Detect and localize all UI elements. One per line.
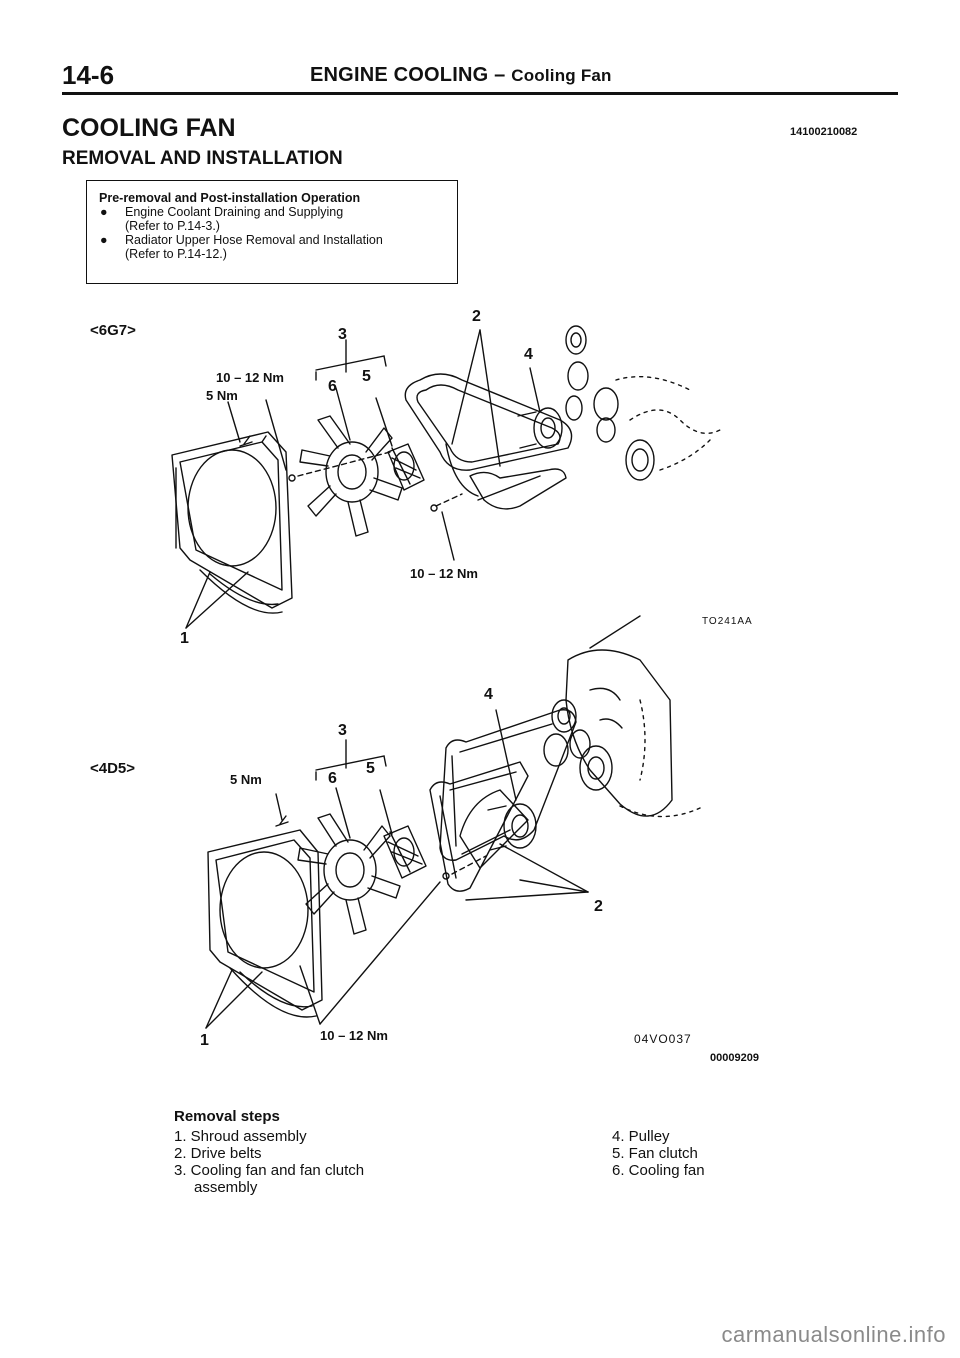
- removal-steps-right: 4. Pulley 5. Fan clutch 6. Cooling fan: [612, 1128, 705, 1179]
- callout-4: 4: [484, 686, 493, 703]
- pre-removal-item: ● Radiator Upper Hose Removal and Instal…: [99, 233, 445, 247]
- top-fan: [299, 415, 403, 537]
- top-bolts: [239, 435, 463, 512]
- bottom-shroud: [207, 829, 323, 1018]
- engine-label-6g7: <6G7>: [90, 322, 136, 339]
- watermark: carmanualsonline.info: [721, 1322, 946, 1347]
- list-item: assembly: [194, 1179, 258, 1196]
- top-shroud: [171, 431, 293, 614]
- torque-label: 5 Nm: [230, 772, 262, 787]
- bullet-icon: ●: [100, 205, 108, 219]
- callout-1: 1: [200, 1032, 209, 1049]
- figure-code: 04VO037: [634, 1032, 692, 1046]
- chapter-name: ENGINE COOLING: [310, 64, 489, 86]
- callout-2: 2: [472, 308, 481, 325]
- callout-5: 5: [366, 760, 375, 777]
- list-item: 1. Shroud assembly: [174, 1128, 307, 1145]
- list-item: 2. Drive belts: [174, 1145, 262, 1162]
- bottom-drive-belts: [429, 709, 577, 892]
- callout-3: 3: [338, 722, 347, 739]
- removal-steps-left: 1. Shroud assembly 2. Drive belts 3. Coo…: [174, 1128, 364, 1196]
- callout-2: 2: [594, 898, 603, 915]
- engine-label-4d5: <4D5>: [90, 760, 136, 777]
- pre-removal-item-ref: (Refer to P.14-3.): [125, 219, 220, 233]
- header-rule: [62, 92, 898, 95]
- removal-steps-heading: Removal steps: [174, 1108, 280, 1125]
- document-code: 14100210082: [790, 126, 858, 138]
- list-item: 5. Fan clutch: [612, 1145, 698, 1162]
- list-item: 6. Cooling fan: [612, 1162, 705, 1179]
- bottom-fan-clutch: [383, 825, 427, 879]
- torque-label: 10 – 12 Nm: [320, 1028, 388, 1043]
- top-fan-clutch: [387, 443, 425, 491]
- pre-removal-item-text: Radiator Upper Hose Removal and Installa…: [125, 233, 383, 247]
- pre-removal-box: Pre-removal and Post-installation Operat…: [86, 180, 458, 284]
- bottom-engine-pulleys: [543, 699, 613, 791]
- section-title: COOLING FAN: [62, 114, 236, 142]
- page-number: 14-6: [62, 60, 115, 90]
- chapter-subsection: Cooling Fan: [511, 66, 612, 85]
- bottom-bolts: [275, 815, 487, 880]
- chapter-title: ENGINE COOLING – Cooling Fan: [310, 64, 612, 87]
- list-item: 4. Pulley: [612, 1128, 670, 1145]
- list-item: 3. Cooling fan and fan clutch: [174, 1162, 365, 1179]
- bottom-fan: [297, 813, 401, 935]
- bottom-leader-lines: [205, 709, 589, 1029]
- torque-label: 10 – 12 Nm: [216, 370, 284, 385]
- top-engine-pulleys: [565, 325, 721, 481]
- top-pulley: [517, 407, 563, 449]
- callout-6: 6: [328, 378, 337, 395]
- callout-5: 5: [362, 368, 371, 385]
- figure-number: 00009209: [710, 1052, 759, 1064]
- chapter-dash: –: [494, 64, 506, 86]
- bottom-pulley: [487, 803, 537, 851]
- top-leader-lines: [185, 329, 641, 649]
- top-drive-belts: [404, 373, 573, 510]
- callout-4: 4: [524, 346, 533, 363]
- torque-label: 10 – 12 Nm: [410, 566, 478, 581]
- pre-removal-heading: Pre-removal and Post-installation Operat…: [99, 191, 361, 205]
- pre-removal-item-ref: (Refer to P.14-12.): [125, 247, 227, 261]
- figure-code: TO241AA: [702, 616, 753, 627]
- bullet-icon: ●: [100, 233, 108, 247]
- callout-6: 6: [328, 770, 337, 787]
- pre-removal-item-text: Engine Coolant Draining and Supplying: [125, 205, 344, 219]
- pre-removal-item: ● Engine Coolant Draining and Supplying: [99, 205, 445, 219]
- torque-label: 5 Nm: [206, 388, 238, 403]
- callout-3: 3: [338, 326, 347, 343]
- callout-1: 1: [180, 630, 189, 647]
- sub-title: REMOVAL AND INSTALLATION: [62, 148, 343, 169]
